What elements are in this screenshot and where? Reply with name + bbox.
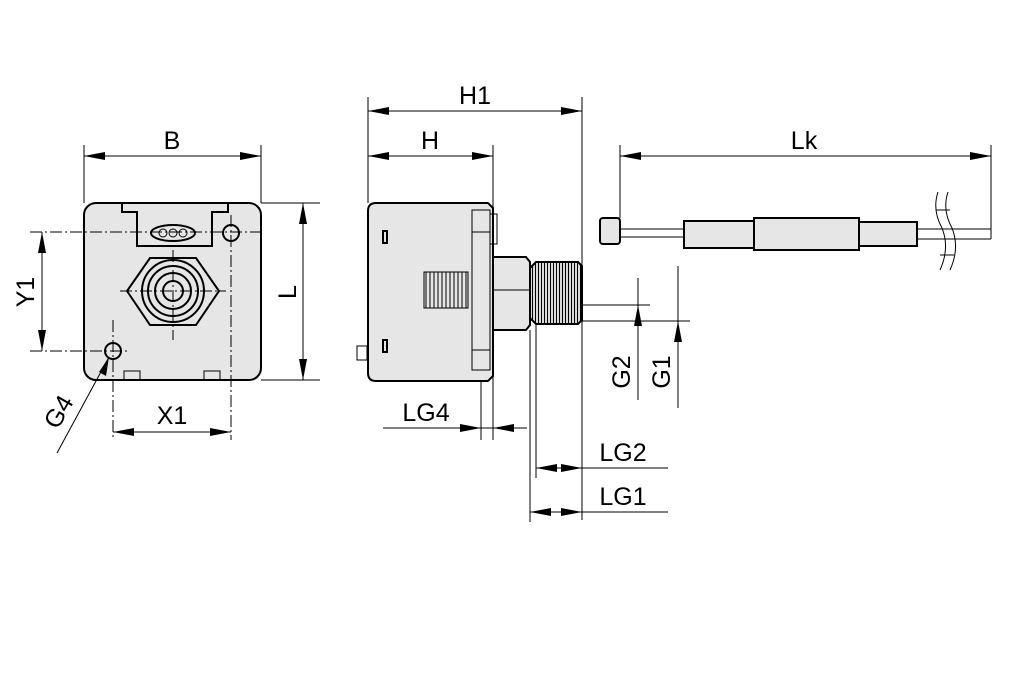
clip-screw	[150, 224, 196, 242]
dim-label-LG1: LG1	[599, 483, 646, 511]
probe-segment-3	[858, 221, 918, 247]
dim-label-L: L	[274, 285, 302, 299]
dim-label-Lk: Lk	[791, 127, 818, 155]
dim-label-LG2: LG2	[599, 439, 646, 467]
dim-label-G4: G4	[39, 390, 80, 433]
sensor-probe: Lk	[599, 127, 992, 271]
dim-label-G1: G1	[648, 355, 676, 388]
dim-label-G2: G2	[608, 355, 636, 388]
thread-section	[529, 261, 583, 325]
side-hex	[492, 256, 531, 331]
dim-label-X1: X1	[157, 402, 188, 430]
dim-label-H: H	[421, 127, 439, 155]
dim-label-LG4: LG4	[402, 399, 449, 427]
probe-cap	[599, 217, 621, 245]
dim-label-B: B	[164, 127, 181, 155]
probe-segment-2	[753, 217, 860, 251]
probe-segment-1	[683, 220, 755, 249]
vent-grill	[423, 271, 469, 309]
dim-label-Y1: Y1	[12, 277, 40, 308]
dim-label-H1: H1	[459, 82, 491, 110]
side-view: H1 H LG4 LG2 LG1 G2 G1	[356, 82, 690, 522]
front-view: B L Y1 X1 G4	[12, 127, 320, 454]
